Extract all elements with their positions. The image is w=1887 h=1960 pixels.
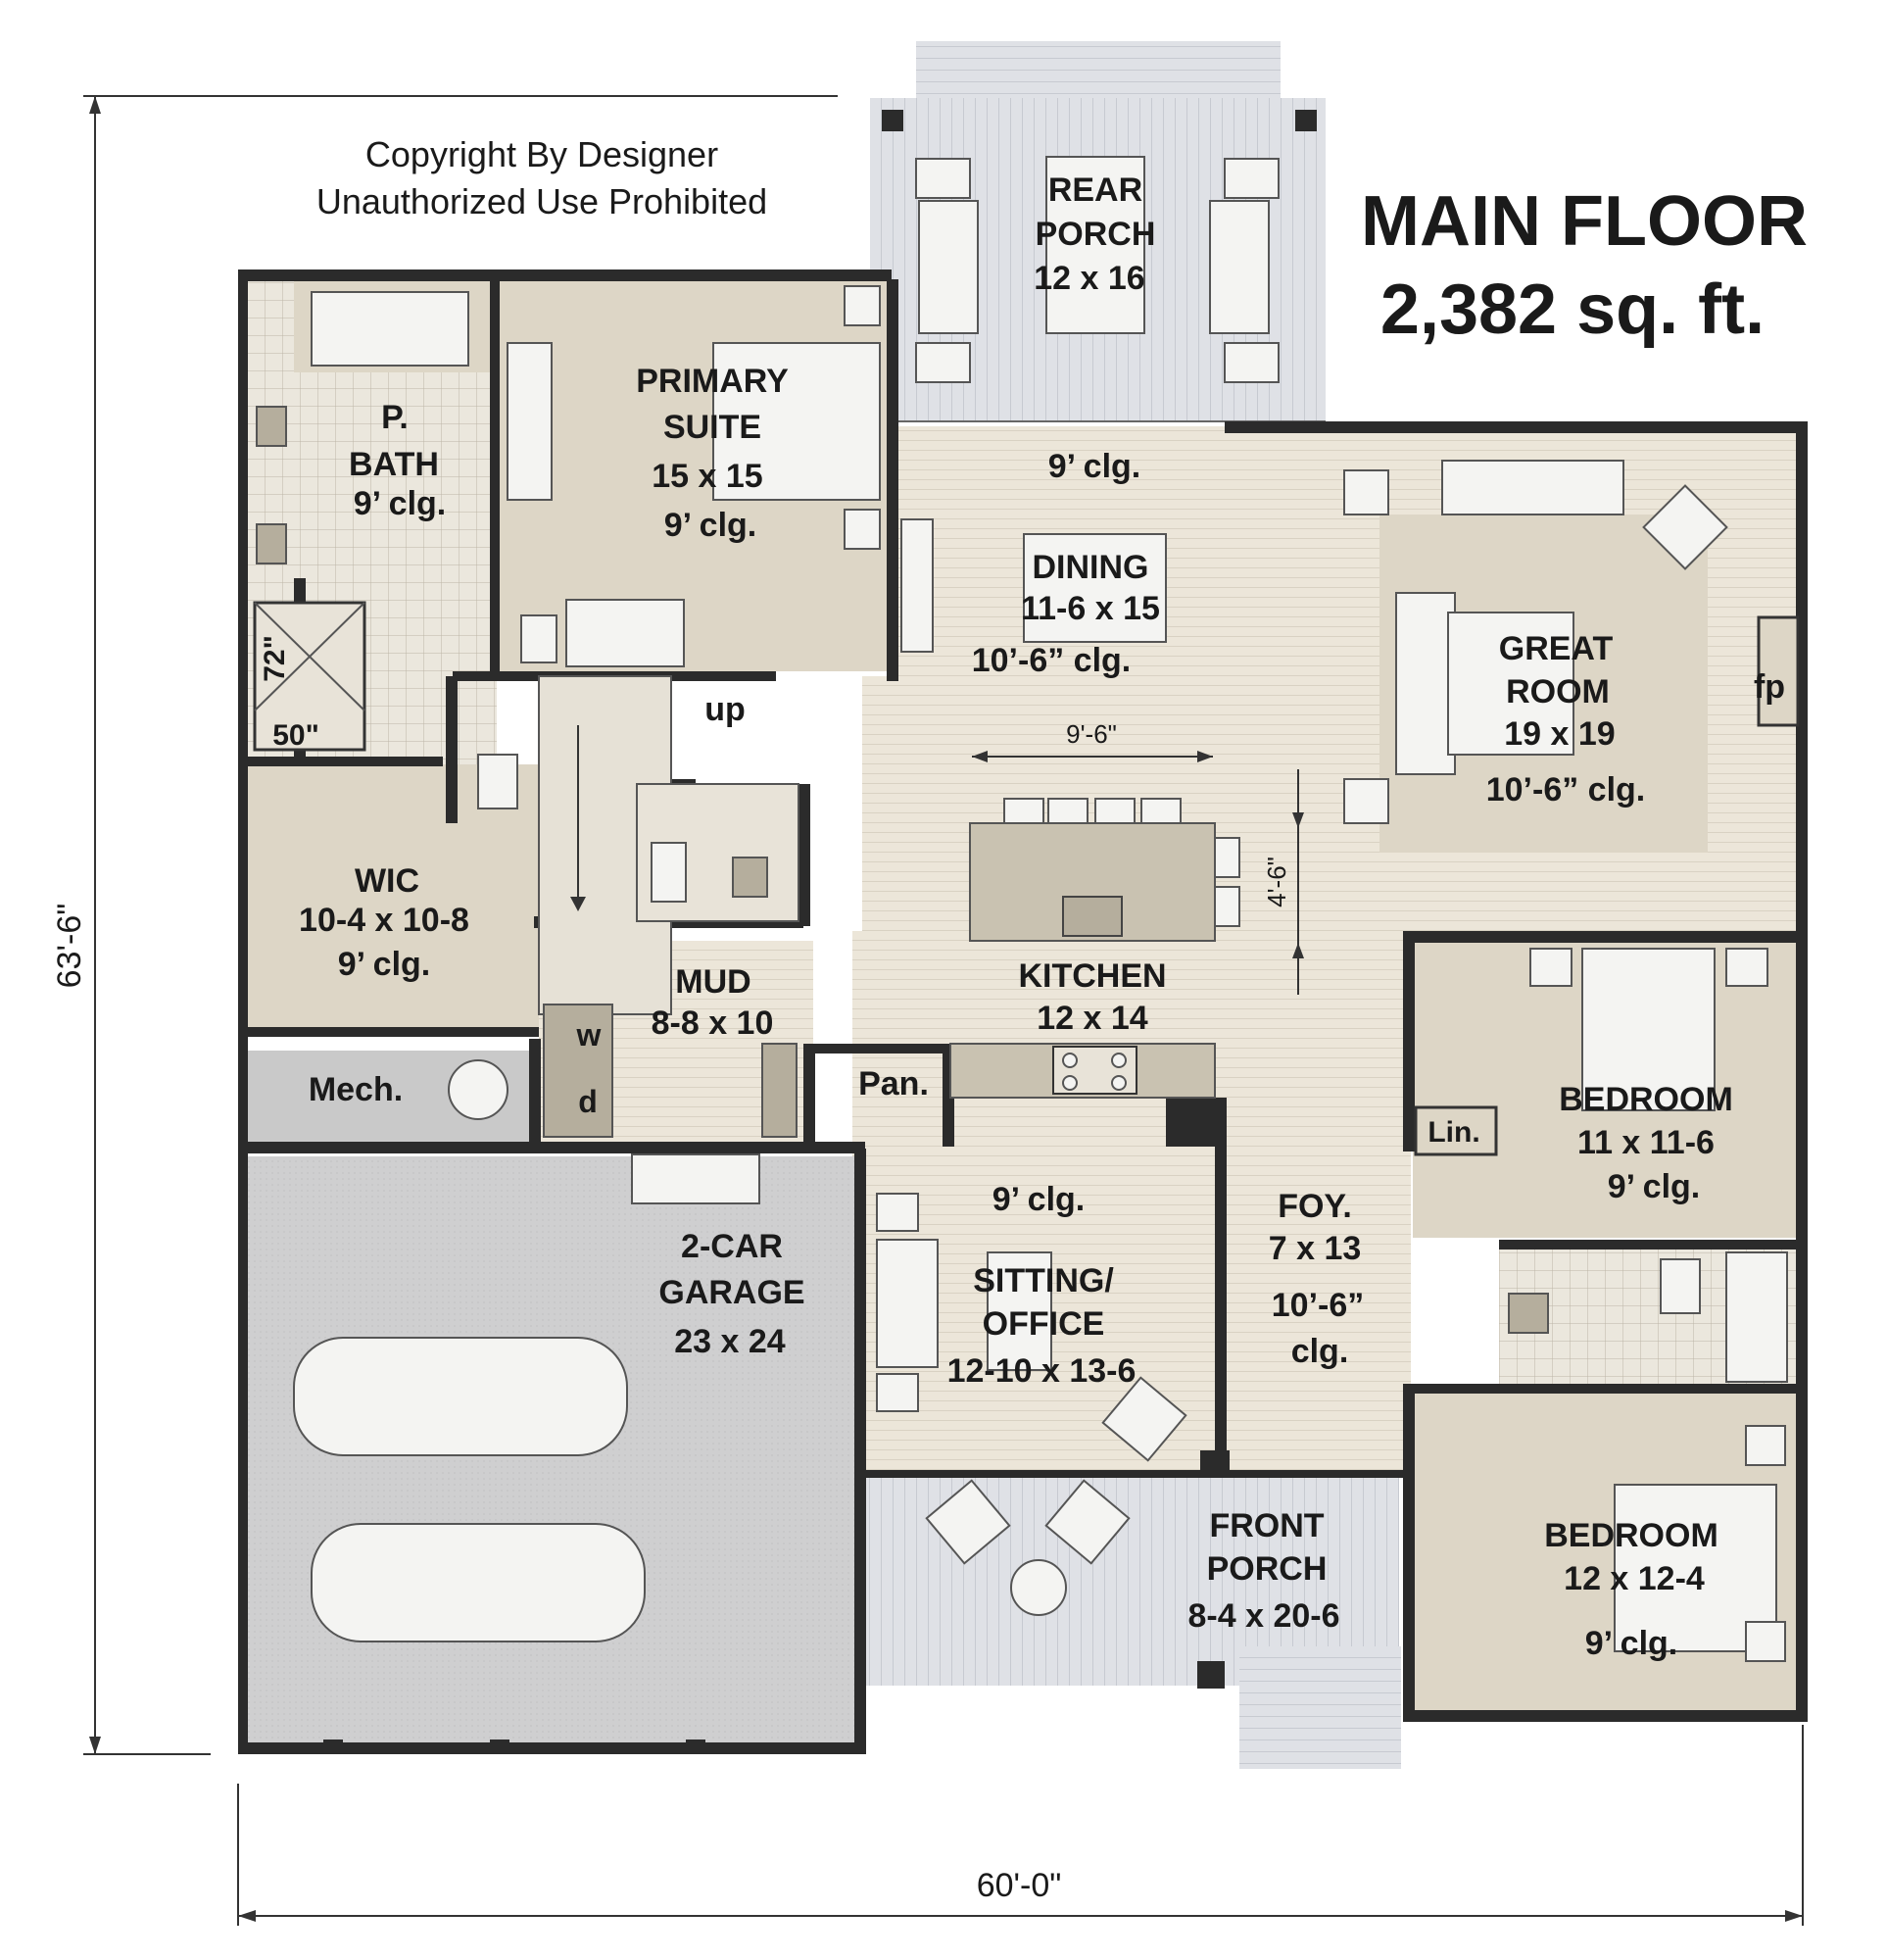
mud-name: MUD — [675, 963, 750, 1001]
primary-suite-line1: PRIMARY — [636, 363, 789, 400]
stairs-up-label: up — [704, 691, 746, 728]
pantry-name: Pan. — [858, 1065, 929, 1102]
washer-label: w — [576, 1017, 602, 1053]
garage-line2: GARAGE — [658, 1274, 804, 1311]
plan-title: MAIN FLOOR — [1361, 182, 1808, 261]
wic-name: WIC — [355, 862, 419, 900]
linen-name: Lin. — [1427, 1116, 1479, 1149]
p-bath-line2: BATH — [349, 446, 439, 483]
sitting-line2: OFFICE — [983, 1305, 1105, 1343]
great-room-line2: ROOM — [1506, 673, 1610, 710]
bedroom-1-name: BEDROOM — [1559, 1081, 1733, 1118]
overall-depth-label: 63'-6" — [51, 904, 88, 989]
dryer-label: d — [578, 1084, 598, 1119]
front-porch-line1: FRONT — [1209, 1507, 1324, 1544]
foyer-ceiling-2: clg. — [1291, 1333, 1349, 1370]
primary-suite-line2: SUITE — [663, 409, 761, 446]
dining-ceiling: 10’-6” clg. — [972, 642, 1132, 679]
p-bath-ceiling: 9’ clg. — [354, 485, 447, 522]
bedroom-1-size: 11 x 11-6 — [1577, 1124, 1715, 1161]
room-labels: REAR PORCH 12 x 16 PRIMARY SUITE 15 x 15… — [259, 172, 1785, 1662]
rear-porch-line2: PORCH — [1036, 216, 1156, 253]
island-dimension: 9'-6" 4'-6" — [972, 719, 1304, 995]
upper-ceiling: 9’ clg. — [1048, 448, 1141, 485]
primary-suite-ceiling: 9’ clg. — [664, 507, 757, 544]
island-width-label: 9'-6" — [1066, 719, 1117, 749]
mud-size: 8-8 x 10 — [652, 1004, 774, 1042]
garage-line1: 2-CAR — [681, 1228, 783, 1265]
shower-length: 72" — [259, 635, 291, 682]
shower-width: 50" — [272, 719, 319, 752]
rear-porch — [870, 41, 1326, 422]
bedroom-2-size: 12 x 12-4 — [1564, 1560, 1705, 1597]
great-room-ceiling: 10’-6” clg. — [1486, 771, 1646, 808]
island-clearance-label: 4'-6" — [1262, 857, 1291, 907]
great-room-line1: GREAT — [1499, 630, 1614, 667]
rear-porch-line1: REAR — [1048, 172, 1142, 209]
copyright-line-2: Unauthorized Use Prohibited — [316, 181, 767, 221]
wic-size: 10-4 x 10-8 — [299, 902, 469, 939]
copyright-line-1: Copyright By Designer — [365, 134, 718, 174]
overall-width-label: 60'-0" — [977, 1867, 1062, 1904]
sitting-ceiling: 9’ clg. — [992, 1181, 1086, 1218]
dining-name: DINING — [1033, 549, 1149, 586]
primary-suite-size: 15 x 15 — [652, 458, 762, 495]
plan-area: 2,382 sq. ft. — [1380, 270, 1765, 349]
garage-size: 23 x 24 — [674, 1323, 786, 1360]
sitting-size: 12-10 x 13-6 — [947, 1352, 1137, 1390]
bedroom-2-ceiling: 9’ clg. — [1585, 1625, 1678, 1662]
rear-porch-size: 12 x 16 — [1034, 260, 1144, 297]
p-bath-line1: P. — [381, 399, 409, 436]
foyer-size: 7 x 13 — [1269, 1230, 1362, 1267]
bedroom-1-ceiling: 9’ clg. — [1608, 1168, 1701, 1205]
dimension-overall-width: 60'-0" — [237, 1725, 1804, 1926]
foyer-name: FOY. — [1278, 1188, 1352, 1225]
bedroom-2-name: BEDROOM — [1544, 1517, 1718, 1554]
foyer-ceiling-1: 10’-6” — [1272, 1287, 1365, 1324]
kitchen-name: KITCHEN — [1018, 957, 1166, 995]
mech-name: Mech. — [309, 1071, 403, 1108]
wic-ceiling: 9’ clg. — [338, 946, 431, 983]
sitting-line1: SITTING/ — [973, 1262, 1114, 1299]
great-room-size: 19 x 19 — [1504, 715, 1615, 753]
dimension-overall-depth: 63'-6" — [51, 95, 838, 1755]
dining-size: 11-6 x 15 — [1021, 590, 1160, 627]
fixtures — [253, 285, 1800, 1662]
kitchen-size: 12 x 14 — [1037, 1000, 1148, 1037]
front-porch — [862, 1475, 1401, 1769]
front-porch-line2: PORCH — [1207, 1550, 1328, 1588]
front-porch-size: 8-4 x 20-6 — [1188, 1597, 1340, 1635]
fireplace-label: fp — [1754, 668, 1785, 706]
